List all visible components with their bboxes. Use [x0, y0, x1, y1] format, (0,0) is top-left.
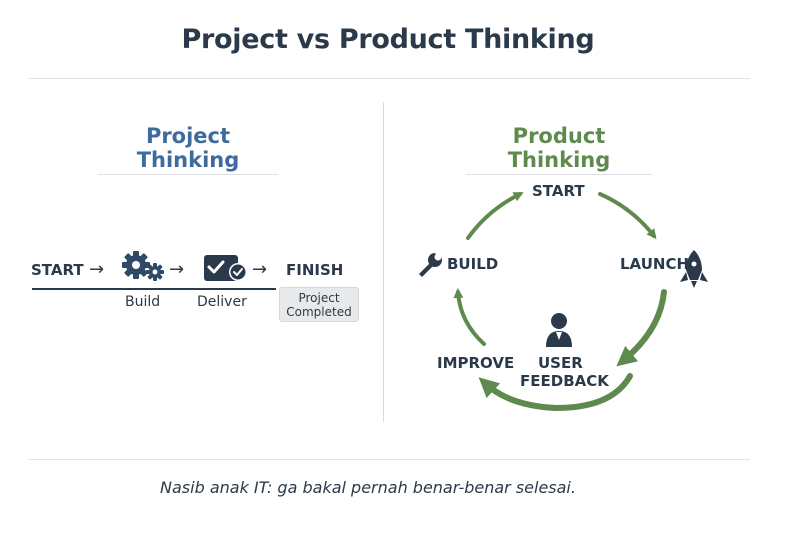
page-title: Project vs Product Thinking [181, 24, 595, 55]
project-thinking-heading: Project Thinking [98, 124, 278, 175]
bottom-divider [28, 459, 750, 460]
rocket-icon [680, 250, 708, 288]
project-arrow-3: → [252, 259, 268, 280]
arrow-start-to-launch [598, 192, 657, 240]
project-completed-badge: Project Completed [279, 287, 359, 322]
product-improve-label: IMPROVE [437, 354, 515, 372]
badge-line-2: Completed [286, 305, 352, 319]
project-timeline-line [32, 288, 276, 290]
caption: Nasib anak IT: ga bakal pernah benar-ben… [160, 478, 576, 497]
project-deliver-label: Deliver [197, 294, 247, 310]
product-start-label: START [532, 182, 585, 200]
project-build-label: Build [125, 294, 161, 310]
top-divider [28, 78, 750, 79]
gears-icon [122, 251, 164, 281]
checked-box-icon [204, 255, 247, 281]
product-user-label: USER [538, 354, 583, 372]
user-icon [546, 313, 572, 347]
product-cycle-arrows [453, 192, 667, 412]
project-start-label: START [31, 261, 84, 279]
wrench-icon [419, 248, 444, 277]
badge-line-1: Project [298, 291, 340, 305]
vertical-divider [383, 102, 384, 422]
arrow-build-to-start [466, 192, 524, 240]
product-feedback-label: FEEDBACK [520, 372, 609, 390]
product-thinking-heading: Product Thinking [466, 124, 652, 175]
product-launch-label: LAUNCH [620, 255, 690, 273]
product-build-label: BUILD [447, 255, 499, 273]
project-arrow-2: → [169, 259, 185, 280]
project-finish-label: FINISH [286, 261, 344, 279]
arrow-feedback-to-improve [478, 373, 633, 412]
project-arrow-1: → [89, 259, 105, 280]
arrow-launch-to-feedback [616, 289, 667, 367]
arrow-improve-to-build [453, 288, 486, 346]
